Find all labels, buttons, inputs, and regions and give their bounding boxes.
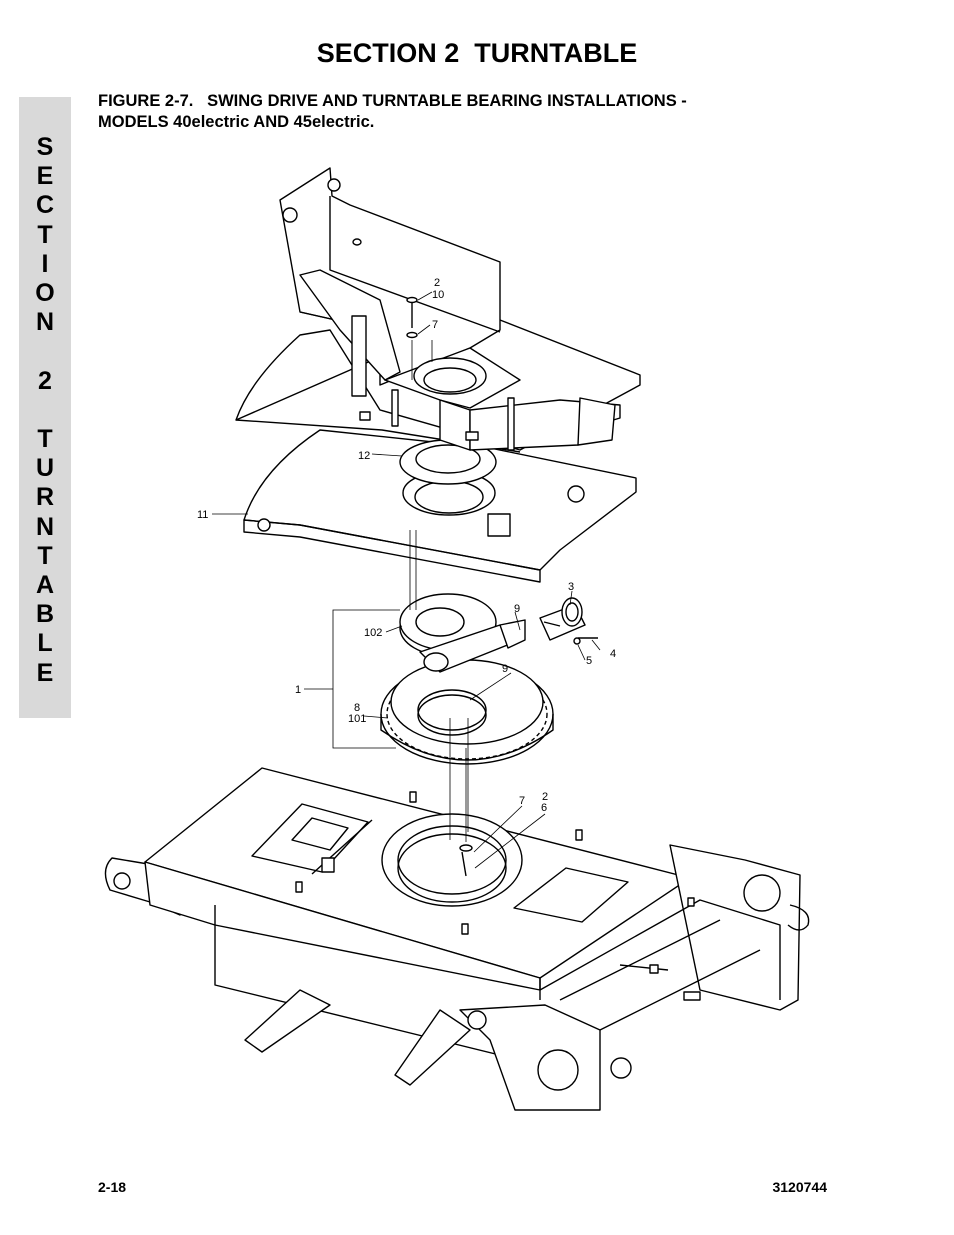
exploded-view-illustration: 2 10 7 12 11 3 9 102 5 4 1 9 8 101 7 2 6	[104, 167, 810, 1111]
item-1-bracket	[332, 609, 400, 749]
side-tab-letter: B	[35, 600, 55, 629]
side-tab-letter: N	[35, 512, 55, 541]
chassis-frame	[104, 767, 810, 1111]
callout-102: 102	[364, 627, 382, 639]
figure-caption-line-2: MODELS 40electric AND 45electric.	[98, 113, 375, 131]
side-tab-letter: U	[35, 454, 55, 483]
side-tab-letter: E	[36, 658, 54, 687]
swing-drive-assembly	[399, 593, 598, 673]
callout-labels: 2 10 7 12 11 3 9 102 5 4 1 9 8 101 7 2 6	[197, 277, 616, 814]
side-tab-letters: S E C T I O N 2 T U R N T A B L E	[19, 97, 71, 688]
side-tab-letter: T	[37, 425, 53, 454]
side-tab-letter: I	[41, 249, 49, 278]
side-tab-letter: R	[35, 483, 55, 512]
side-tab-letter: 2	[38, 366, 52, 395]
callout-7: 7	[432, 319, 438, 331]
callout-8: 8	[354, 702, 360, 714]
side-tab-letter: N	[35, 308, 55, 337]
callout-9: 9	[514, 603, 520, 615]
side-tab-letter: O	[35, 279, 55, 308]
side-tab-letter: T	[37, 220, 53, 249]
callout-1: 1	[295, 684, 301, 696]
side-tab-letter: C	[35, 191, 55, 220]
callout-10: 10	[432, 289, 444, 301]
figure-caption-line-1: FIGURE 2-7. SWING DRIVE AND TURNTABLE BE…	[98, 92, 687, 110]
turntable-lower-plate	[243, 429, 637, 583]
callout-6: 6	[541, 802, 547, 814]
side-tab-letter: S	[36, 133, 54, 161]
callout-4: 4	[610, 648, 616, 660]
turntable-upper-weldment	[235, 167, 641, 453]
page-number: 2-18	[98, 1179, 127, 1195]
callout-3: 3	[568, 581, 574, 593]
callout-12: 12	[358, 450, 370, 462]
callout-9-lower: 9	[502, 663, 508, 675]
callout-101: 101	[348, 713, 366, 725]
section-title: SECTION 2 TURNTABLE	[316, 38, 638, 68]
alignment-lines	[409, 340, 469, 842]
callout-7-lower: 7	[519, 795, 525, 807]
side-tab-letter: L	[37, 629, 53, 658]
callout-11: 11	[197, 509, 208, 521]
figure-caption: FIGURE 2-7. SWING DRIVE AND TURNTABLE BE…	[98, 91, 818, 133]
side-tab-spacer	[19, 396, 71, 425]
callout-5: 5	[586, 655, 592, 667]
side-tab-spacer	[19, 337, 71, 366]
callout-2-lower: 2	[542, 791, 548, 803]
swing-bearing-gear	[380, 659, 554, 765]
side-tab-letter: T	[37, 541, 53, 570]
callout-2: 2	[434, 277, 440, 289]
leader-lines	[212, 291, 601, 869]
document-number: 3120744	[772, 1179, 827, 1195]
side-tab-letter: A	[35, 571, 55, 600]
section-side-tab: S E C T I O N 2 T U R N T A B L E	[19, 97, 71, 718]
side-tab-letter: E	[36, 162, 54, 191]
